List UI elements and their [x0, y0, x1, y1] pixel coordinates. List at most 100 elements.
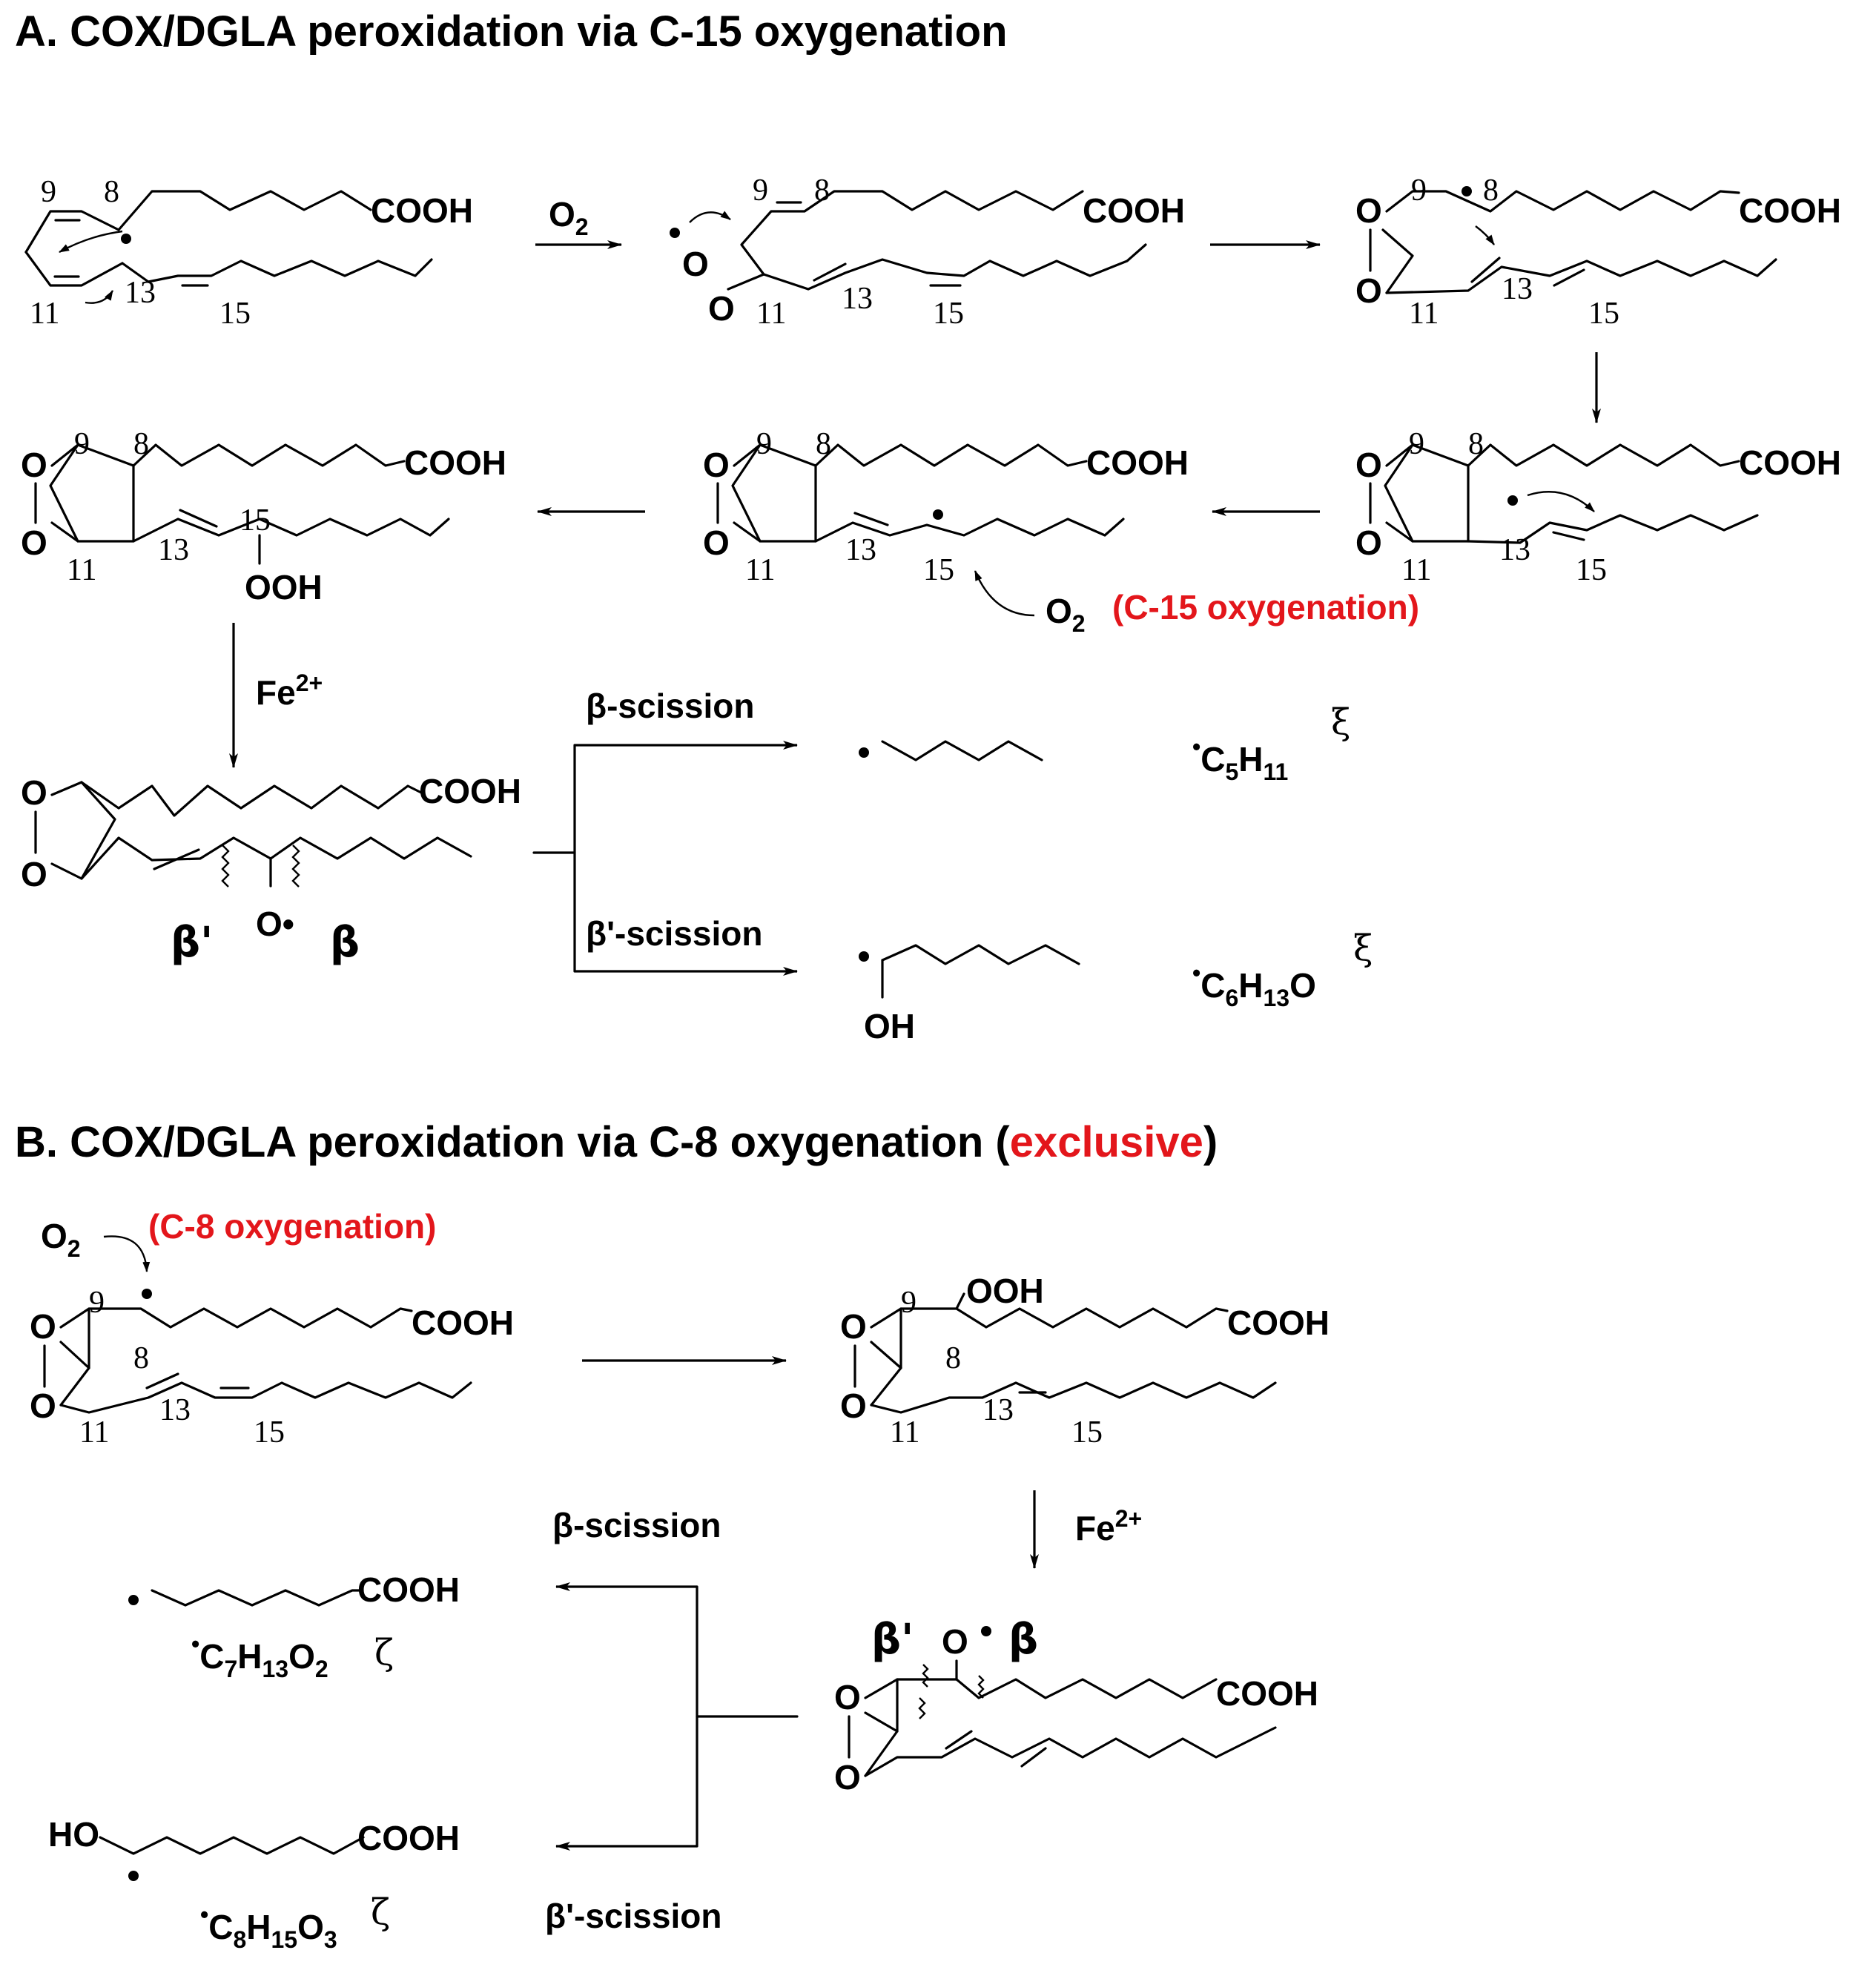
svg-text:COOH: COOH — [357, 1819, 460, 1857]
svg-text:9: 9 — [901, 1286, 916, 1320]
structure-a3-endoperoxide-radical: O O COOH 9 8 11 13 15 — [1355, 173, 1841, 331]
hydroxyoctanoic-acid-radical: HO COOH — [48, 1815, 460, 1881]
c8-oxygenation-note: (C-8 oxygenation) — [148, 1207, 436, 1246]
zeta-mark-2: ζ — [371, 1891, 390, 1933]
xi-mark-1: ξ — [1331, 701, 1350, 743]
svg-text:15: 15 — [219, 297, 251, 331]
svg-text:O: O — [834, 1758, 861, 1797]
svg-text:COOH: COOH — [1227, 1303, 1330, 1342]
beta-prime-scission-label-b: β'-scission — [545, 1897, 721, 1935]
structure-b2-8-hydroperoxide: O O OOH COOH 9 8 11 13 15 — [840, 1272, 1330, 1450]
svg-text:O: O — [30, 1307, 56, 1346]
svg-text:9: 9 — [89, 1286, 105, 1320]
svg-text:9: 9 — [756, 427, 772, 461]
structure-b3-alkoxyl: O O O COOH β' β — [834, 1616, 1318, 1797]
svg-text:9: 9 — [753, 173, 768, 208]
svg-text:OH: OH — [864, 1007, 915, 1045]
o2-label-a: O2 — [549, 195, 589, 240]
svg-text:13: 13 — [158, 533, 189, 567]
svg-text:β: β — [330, 919, 360, 967]
svg-text:HO: HO — [48, 1815, 99, 1854]
svg-text:O: O — [942, 1622, 968, 1661]
svg-text:15: 15 — [923, 553, 954, 587]
section-b-heading: B. COX/DGLA peroxidation via C-8 oxygena… — [15, 1118, 1218, 1166]
svg-text:8: 8 — [816, 427, 831, 461]
hydroxyhexyl-radical: OH — [859, 944, 1080, 1045]
svg-text:15: 15 — [254, 1415, 285, 1450]
beta-prime-scission-label-a: β'-scission — [586, 914, 762, 953]
svg-text:O: O — [703, 446, 730, 484]
svg-text:COOH: COOH — [1083, 191, 1185, 230]
formula-c6h13o: •C6H13O — [1192, 959, 1316, 1011]
svg-text:8: 8 — [104, 175, 119, 209]
svg-text:OOH: OOH — [966, 1272, 1044, 1310]
svg-text:O: O — [30, 1387, 56, 1425]
structure-a4-bicyclic-radical: O O COOH 9 8 11 13 15 — [1355, 427, 1841, 587]
beta-scission-label-b: β-scission — [552, 1506, 721, 1544]
svg-text:8: 8 — [1483, 173, 1499, 208]
structure-b1-c8-radical: O O COOH 9 8 11 13 15 — [30, 1286, 514, 1450]
svg-text:β: β — [1008, 1616, 1038, 1664]
section-a-heading: A. COX/DGLA peroxidation via C-15 oxygen… — [15, 7, 1008, 56]
svg-text:9: 9 — [1411, 173, 1427, 208]
svg-text:8: 8 — [814, 173, 830, 208]
svg-text:8: 8 — [133, 1341, 149, 1375]
svg-text:O: O — [1355, 523, 1382, 562]
beta-scission-label-a: β-scission — [586, 687, 754, 725]
svg-text:15: 15 — [1071, 1415, 1103, 1450]
svg-text:O: O — [682, 245, 709, 283]
svg-text:11: 11 — [67, 553, 96, 587]
svg-text:13: 13 — [842, 282, 873, 316]
svg-text:COOH: COOH — [357, 1570, 460, 1609]
heptanoic-acid-radical: COOH — [128, 1570, 460, 1609]
structure-a1-radical: COOH 9 8 11 13 15 — [24, 175, 473, 331]
svg-text:13: 13 — [982, 1393, 1014, 1427]
svg-text:O: O — [1355, 191, 1382, 230]
fe-label-a: Fe2+ — [256, 670, 323, 712]
svg-text:COOH: COOH — [1216, 1674, 1318, 1713]
svg-text:13: 13 — [1499, 533, 1530, 567]
svg-text:13: 13 — [1502, 272, 1533, 306]
svg-text:11: 11 — [1401, 553, 1431, 587]
svg-text:O: O — [21, 523, 47, 562]
svg-text:O: O — [1355, 271, 1382, 310]
svg-text:15: 15 — [1576, 553, 1607, 587]
svg-text:COOH: COOH — [1739, 191, 1841, 230]
svg-text:O: O — [21, 446, 47, 484]
svg-text:8: 8 — [133, 427, 149, 461]
svg-text:9: 9 — [41, 175, 56, 209]
svg-text:β': β' — [871, 1616, 914, 1664]
svg-text:O: O — [21, 773, 47, 812]
formula-c5h11: •C5H11 — [1192, 733, 1288, 785]
zeta-mark-1: ζ — [374, 1632, 394, 1673]
svg-text:O: O — [703, 523, 730, 562]
svg-text:11: 11 — [890, 1415, 919, 1450]
svg-text:COOH: COOH — [412, 1303, 514, 1342]
structure-a6-hydroperoxide: O O OOH COOH 9 8 11 13 15 — [21, 427, 506, 607]
svg-text:O: O — [834, 1678, 861, 1716]
svg-text:8: 8 — [945, 1341, 961, 1375]
svg-text:13: 13 — [159, 1393, 191, 1427]
svg-text:11: 11 — [1409, 297, 1439, 331]
svg-text:11: 11 — [756, 297, 786, 331]
c15-oxygenation-note: (C-15 oxygenation) — [1112, 588, 1419, 627]
svg-text:O•: O• — [256, 905, 294, 943]
svg-text:11: 11 — [745, 553, 775, 587]
svg-text:O: O — [840, 1307, 867, 1346]
structure-a2-peroxyl: O O COOH 9 8 11 13 15 — [670, 173, 1185, 331]
svg-text:β': β' — [171, 919, 213, 967]
svg-text:15: 15 — [933, 297, 964, 331]
structure-a7-alkoxyl: O O COOH O• β' β — [21, 772, 521, 967]
formula-c8h15o3: •C8H15O3 — [200, 1901, 337, 1953]
svg-text:11: 11 — [30, 297, 59, 331]
svg-text:13: 13 — [845, 533, 876, 567]
svg-text:OOH: OOH — [245, 568, 323, 607]
svg-text:9: 9 — [74, 427, 90, 461]
svg-text:9: 9 — [1409, 427, 1424, 461]
formula-c7h13o2: •C7H13O2 — [191, 1630, 328, 1682]
svg-text:COOH: COOH — [371, 191, 473, 230]
pentyl-radical — [859, 740, 1043, 761]
fe-label-b: Fe2+ — [1075, 1505, 1142, 1547]
o2-label-c15: O2 — [1046, 592, 1086, 637]
